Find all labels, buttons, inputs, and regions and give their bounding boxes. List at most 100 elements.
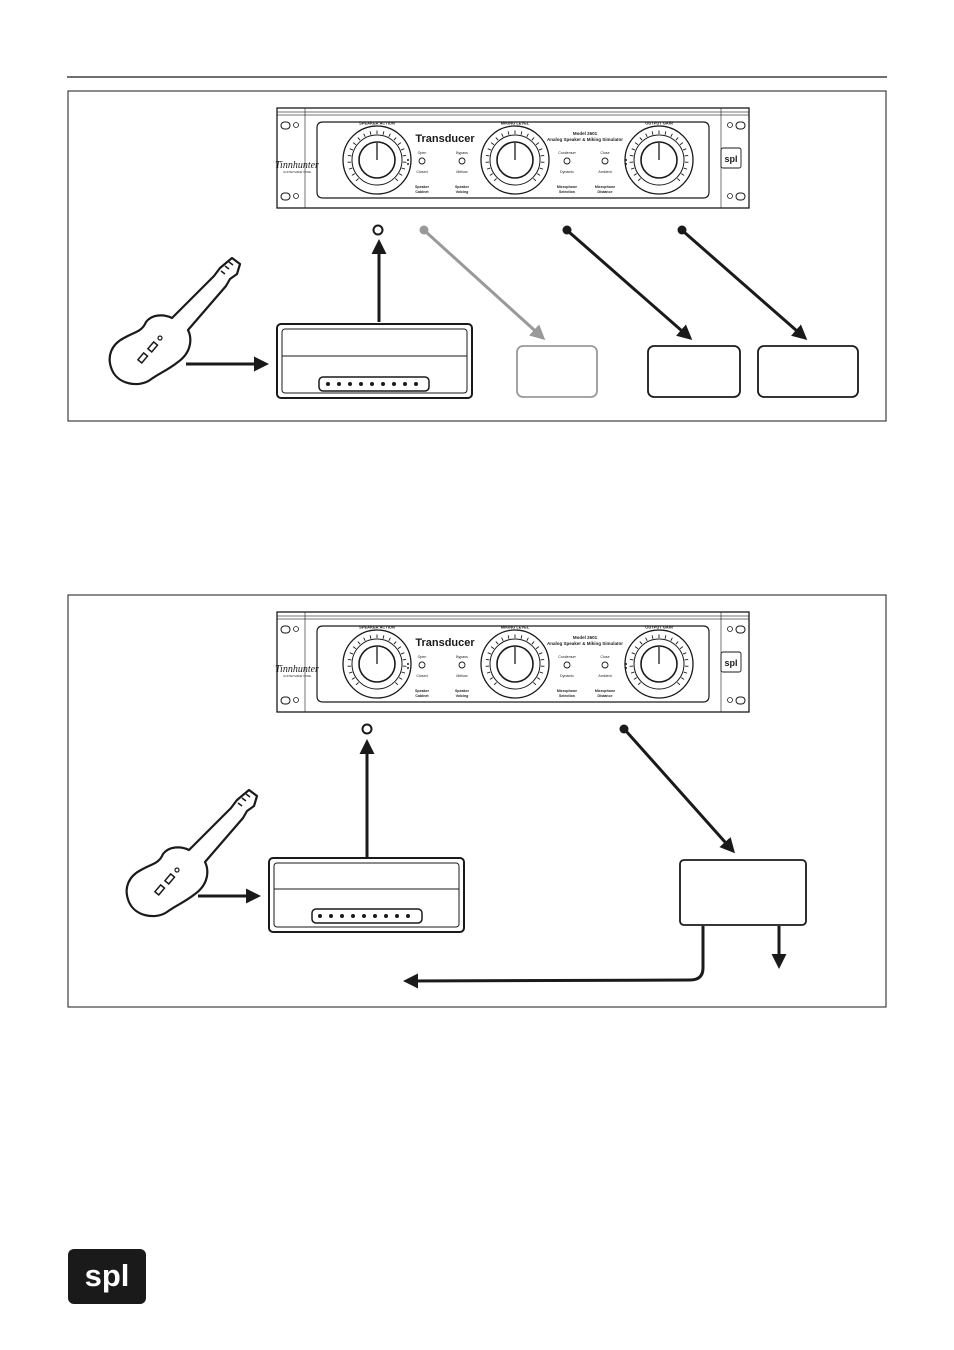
switch-button — [563, 157, 571, 165]
switch-button — [458, 157, 466, 165]
amp-head — [276, 323, 473, 399]
knob-label: MIKING LEVEL — [501, 121, 530, 126]
amp-control-dot — [337, 382, 341, 386]
guitar-icon-2 — [125, 788, 259, 918]
amp-control-dot — [392, 382, 396, 386]
switch-top-label: Bypass — [456, 655, 468, 659]
switch-bottom-label: Closed — [416, 674, 427, 678]
device-brand: Transducer — [415, 637, 475, 649]
knob-label: MIKING LEVEL — [501, 625, 530, 630]
section-label: Speaker — [415, 689, 430, 693]
switch-top-label: Close — [600, 151, 609, 155]
section-label: Cabinet — [415, 694, 429, 698]
amp-control-dot — [326, 382, 330, 386]
amp-control-dot — [373, 914, 377, 918]
device-maker-logo: Tinnhunter — [275, 160, 319, 171]
arrow-to-box-2 — [683, 230, 808, 340]
switch-bottom-label: Dynamic — [560, 170, 574, 174]
transducer-unit-1: SPEAKER ACTION MIKING LEVEL OUTPUT GAIN … — [275, 107, 750, 209]
led-indicator — [407, 163, 409, 165]
switch-bottom-label: Mellow — [456, 170, 468, 174]
diagram-2: SPEAKER ACTION MIKING LEVEL OUTPUT GAIN … — [67, 594, 887, 1008]
switch-button — [418, 157, 426, 165]
section-label: Speaker — [415, 185, 430, 189]
switch-button — [458, 661, 466, 669]
spl-logo-text: spl — [85, 1258, 130, 1293]
amp-head-2 — [268, 857, 465, 933]
section-label: Selection — [559, 190, 575, 194]
device-maker-logo: Tinnhunter — [275, 664, 319, 675]
output-jack-open — [372, 224, 384, 236]
diagram-2-frame — [67, 594, 887, 1008]
amp-control-dot — [384, 914, 388, 918]
switch-bottom-label: Ambient — [598, 674, 611, 678]
section-label: Microphone — [595, 689, 615, 693]
amp-control-dot — [362, 914, 366, 918]
section-label: Distance — [598, 190, 613, 194]
knob-label: SPEAKER ACTION — [359, 121, 395, 126]
guitar-icon — [108, 256, 242, 386]
transducer-unit-2: SPEAKER ACTION MIKING LEVEL OUTPUT GAIN … — [275, 611, 750, 713]
switch-top-label: Close — [600, 655, 609, 659]
device-badge: spl — [724, 154, 737, 164]
device-maker-tagline: GUITAR MADE TONE — [283, 170, 311, 174]
amp-control-dot — [351, 914, 355, 918]
return-line — [403, 926, 705, 989]
led-indicator — [625, 159, 627, 161]
led-indicator — [407, 663, 409, 665]
switch-top-label: Open — [418, 151, 427, 155]
spl-logo: spl — [68, 1249, 146, 1304]
switch-button — [563, 661, 571, 669]
device-badge: spl — [724, 658, 737, 668]
amp-control-dot — [414, 382, 418, 386]
switch-bottom-label: Ambient — [598, 170, 611, 174]
amp-control-dot — [318, 914, 322, 918]
switch-top-label: Open — [418, 655, 427, 659]
amp-control-dot — [340, 914, 344, 918]
knob: OUTPUT GAIN — [624, 121, 694, 195]
switch-button — [418, 661, 426, 669]
output-jack-open-2 — [361, 723, 373, 735]
device-model: Model 2601 — [573, 131, 598, 136]
device-model: Model 2601 — [573, 635, 598, 640]
switch-top-label: Bypass — [456, 151, 468, 155]
knob-label: OUTPUT GAIN — [645, 625, 673, 630]
knob: MIKING LEVEL — [480, 625, 550, 699]
section-label: Microphone — [557, 689, 577, 693]
device-brand: Transducer — [415, 133, 475, 145]
arrow-to-box-1 — [568, 230, 693, 340]
led-indicator — [625, 663, 627, 665]
amp-control-dot — [395, 914, 399, 918]
switch-button — [601, 157, 609, 165]
led-indicator — [625, 667, 627, 669]
device-maker-tagline: GUITAR MADE TONE — [283, 674, 311, 678]
arrow-to-processor — [624, 730, 735, 854]
knob-label: OUTPUT GAIN — [645, 121, 673, 126]
diagram-1: SPEAKER ACTION MIKING LEVEL OUTPUT GAIN … — [67, 90, 887, 422]
section-label: Voicing — [456, 694, 469, 698]
section-label: Selection — [559, 694, 575, 698]
section-label: Speaker — [455, 689, 470, 693]
led-indicator — [625, 163, 627, 165]
destination-box-inactive — [516, 345, 598, 398]
amp-control-dot — [370, 382, 374, 386]
section-label: Distance — [598, 694, 613, 698]
device-description: Analog Speaker & Miking Simulator — [547, 137, 623, 142]
destination-box-1 — [647, 345, 741, 398]
knob: SPEAKER ACTION — [342, 625, 412, 699]
amp-control-dot — [359, 382, 363, 386]
section-label: Voicing — [456, 190, 469, 194]
switch-top-label: Condenser — [558, 655, 576, 659]
arrow-to-inactive-box — [424, 230, 546, 341]
device-description: Analog Speaker & Miking Simulator — [547, 641, 623, 646]
amp-control-dot — [381, 382, 385, 386]
switch-bottom-label: Dynamic — [560, 674, 574, 678]
knob: SPEAKER ACTION — [342, 121, 412, 195]
section-label: Cabinet — [415, 190, 429, 194]
switch-bottom-label: Closed — [416, 170, 427, 174]
processor-box — [679, 859, 807, 926]
section-label: Microphone — [595, 185, 615, 189]
switch-top-label: Condenser — [558, 151, 576, 155]
amp-control-dot — [348, 382, 352, 386]
